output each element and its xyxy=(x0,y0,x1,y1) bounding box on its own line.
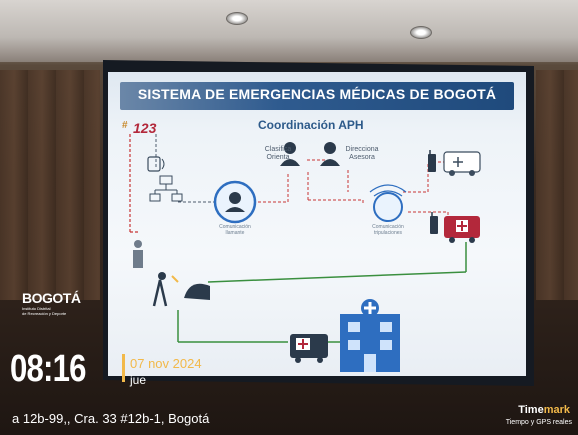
label-direcciona: Direcciona Asesora xyxy=(345,146,379,161)
flow-line-green xyxy=(207,271,467,283)
slide-title: SISTEMA DE EMERGENCIAS MÉDICAS DE BOGOTÁ xyxy=(137,86,497,102)
signal-icon xyxy=(369,184,407,193)
operator-headset-icon xyxy=(225,192,245,212)
ambulance-icon xyxy=(290,334,328,363)
timestamp-time: 08:16 xyxy=(10,348,86,390)
radio-icon xyxy=(428,150,436,172)
timestamp-divider xyxy=(122,354,125,382)
institution-logo: BOGOTÁ Instituto Distrital de Recreación… xyxy=(22,290,81,316)
operator-circle-dispatch xyxy=(373,192,403,222)
person-icon xyxy=(133,240,143,268)
radio-icon xyxy=(430,212,438,234)
watermark-brand: Timemark xyxy=(518,404,570,416)
ceiling-light xyxy=(226,12,248,25)
watermark-tagline: Tiempo y GPS reales xyxy=(505,419,572,426)
doctor-icon xyxy=(280,142,300,166)
label-clasifica: Clasifica Orienta xyxy=(264,146,292,161)
grid-icon: # xyxy=(122,120,128,131)
ceiling xyxy=(0,0,578,62)
network-icon xyxy=(149,175,183,202)
signal-icon xyxy=(373,190,403,197)
timestamp-day: jue xyxy=(130,373,147,387)
label-comm-crews: Comunicación tripulaciones xyxy=(372,224,404,236)
slide-header: SISTEMA DE EMERGENCIAS MÉDICAS DE BOGOTÁ xyxy=(120,82,514,110)
accident-icon xyxy=(152,272,210,307)
logo-name: BOGOTÁ xyxy=(22,290,81,306)
ambulance-icon xyxy=(443,151,481,176)
projected-slide: SISTEMA DE EMERGENCIAS MÉDICAS DE BOGOTÁ… xyxy=(108,72,526,376)
hospital-icon xyxy=(340,299,400,372)
flow-diagram xyxy=(129,134,481,372)
watermark-brand-prefix: Time xyxy=(518,404,544,416)
nurse-icon xyxy=(320,142,340,166)
ceiling-light xyxy=(410,26,432,39)
label-comm-caller: Comunicación llamante xyxy=(219,224,251,236)
wall-panel-right xyxy=(536,70,578,300)
watermark-brand-suffix: mark xyxy=(543,404,570,416)
timestamp-date: 07 nov 2024 xyxy=(130,356,202,371)
logo-subtext: Instituto Distrital de Recreación y Depo… xyxy=(22,306,67,316)
emergency-line-number: 123 xyxy=(133,120,157,136)
timestamp-address: a 12b-99,, Cra. 33 #12b-1, Bogotá xyxy=(12,411,210,426)
wall-panel-left xyxy=(0,70,100,300)
ambulance-icon xyxy=(444,216,480,243)
slide-subtitle: Coordinación APH xyxy=(258,118,364,132)
phone-icon xyxy=(147,156,165,172)
